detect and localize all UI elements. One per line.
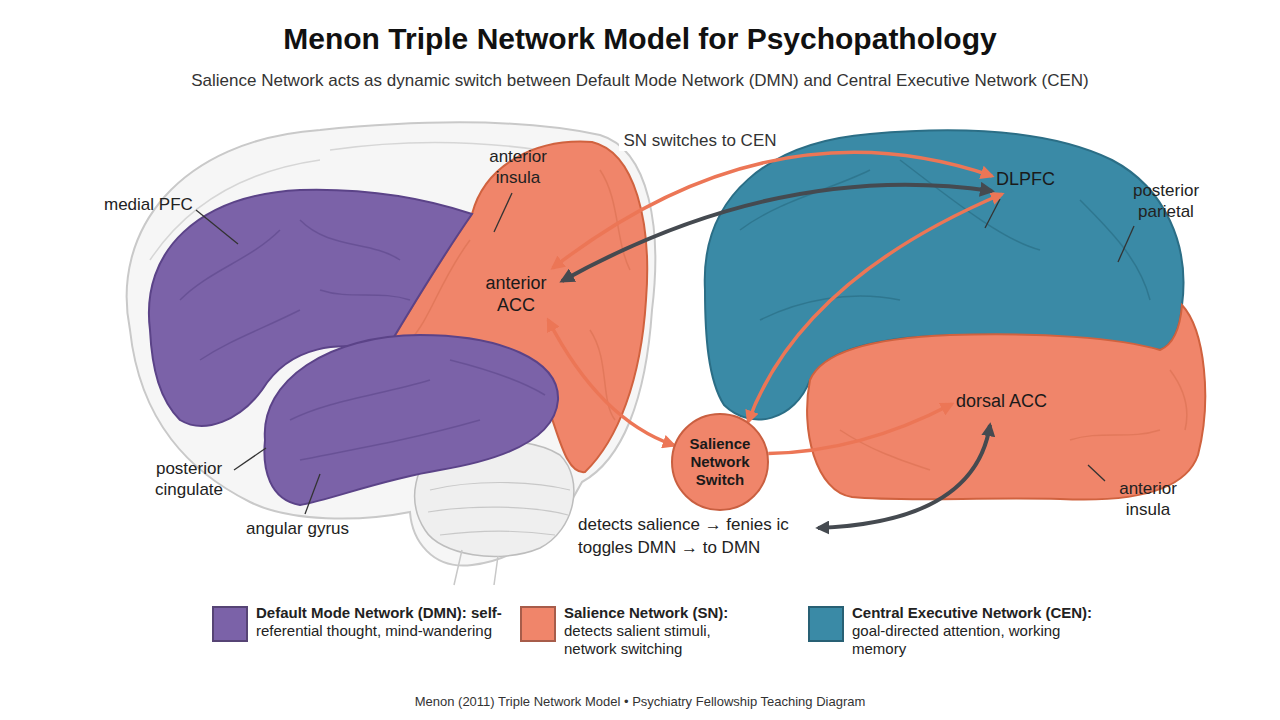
- label-wrap: Salience Network acts as dynamic switch …: [40, 70, 1240, 91]
- region-label: posterior parietal: [1120, 180, 1212, 222]
- node-text: DLPFC: [996, 168, 1055, 190]
- node-text: dorsal ACC: [956, 390, 1047, 412]
- label-wrap: detects salience → fenies ic: [578, 514, 789, 535]
- brain-outline: [127, 122, 656, 565]
- switch-circle: Salience Network Switch: [671, 413, 769, 511]
- leader-line: [234, 448, 266, 470]
- dmn-region: [264, 335, 558, 505]
- legend-swatch: [808, 606, 844, 642]
- leader-line: [1118, 226, 1134, 262]
- region-node: DLPFC: [992, 164, 1059, 194]
- region-label: medial PFC: [104, 194, 193, 215]
- legend-text: Salience Network (SN): detects salient s…: [564, 604, 764, 658]
- title-wrap: Menon Triple Network Model for Psychopat…: [0, 20, 1280, 57]
- label-wrap: posterior parietal: [1120, 180, 1212, 222]
- region-node: dorsal ACC: [952, 386, 1051, 416]
- salience-arrow: [768, 404, 952, 453]
- label-wrap: anterior insula: [476, 146, 560, 188]
- leader-line: [196, 210, 238, 244]
- leader-line: [494, 193, 512, 232]
- label-wrap: medial PFC: [104, 194, 193, 215]
- label-wrap: angular gyrus: [246, 518, 349, 539]
- node-text: anterior ACC: [474, 272, 558, 316]
- region-label: anterior insula: [1106, 478, 1190, 520]
- diagram-caption: Menon (2011) Triple Network Model • Psyc…: [0, 694, 1280, 710]
- gyri-lines: [840, 370, 1187, 470]
- salience-region: [807, 305, 1205, 500]
- label-wrap: toggles DMN → to DMN: [578, 537, 760, 558]
- legend-swatch: [212, 606, 248, 642]
- diagram-title: Menon Triple Network Model for Psychopat…: [0, 20, 1280, 57]
- legend-text: Central Executive Network (CEN): goal-di…: [852, 604, 1112, 658]
- leader-line: [305, 474, 320, 514]
- legend-wrap: Salience Network (SN): detects salient s…: [564, 604, 764, 658]
- region-label: posterior cingulate: [144, 458, 234, 500]
- gyri-lines: [290, 360, 545, 460]
- cerebellum-folds: [428, 483, 570, 536]
- region-label: toggles DMN → to DMN: [578, 537, 760, 558]
- legend-swatch: [520, 606, 556, 642]
- brainstem: [454, 550, 498, 585]
- label-wrap: posterior cingulate: [144, 458, 234, 500]
- label-wrap: anterior insula: [1106, 478, 1190, 520]
- caption-wrap: Menon (2011) Triple Network Model • Psyc…: [0, 694, 1280, 710]
- salience-arrow: [748, 194, 1002, 422]
- subtitle-text: Salience Network acts as dynamic switch …: [40, 70, 1240, 91]
- region-label: angular gyrus: [246, 518, 349, 539]
- legend-wrap: Central Executive Network (CEN): goal-di…: [852, 604, 1112, 658]
- edge-label: SN switches to CEN: [623, 130, 776, 151]
- toggle-arrow: [562, 185, 992, 281]
- leader-line: [985, 199, 1000, 228]
- legend-text: Default Mode Network (DMN): self-referen…: [256, 604, 506, 640]
- region-label: anterior insula: [476, 146, 560, 188]
- leader-line: [1088, 465, 1105, 481]
- node-text: Salience Network Switch: [681, 435, 759, 489]
- region-node: anterior ACC: [470, 268, 562, 320]
- toggle-arrow: [818, 425, 990, 528]
- region-label: detects salience → fenies ic: [578, 514, 789, 535]
- edge-label-wrap: SN switches to CEN: [619, 130, 780, 151]
- salience-arrow: [548, 320, 674, 445]
- legend-wrap: Default Mode Network (DMN): self-referen…: [256, 604, 506, 640]
